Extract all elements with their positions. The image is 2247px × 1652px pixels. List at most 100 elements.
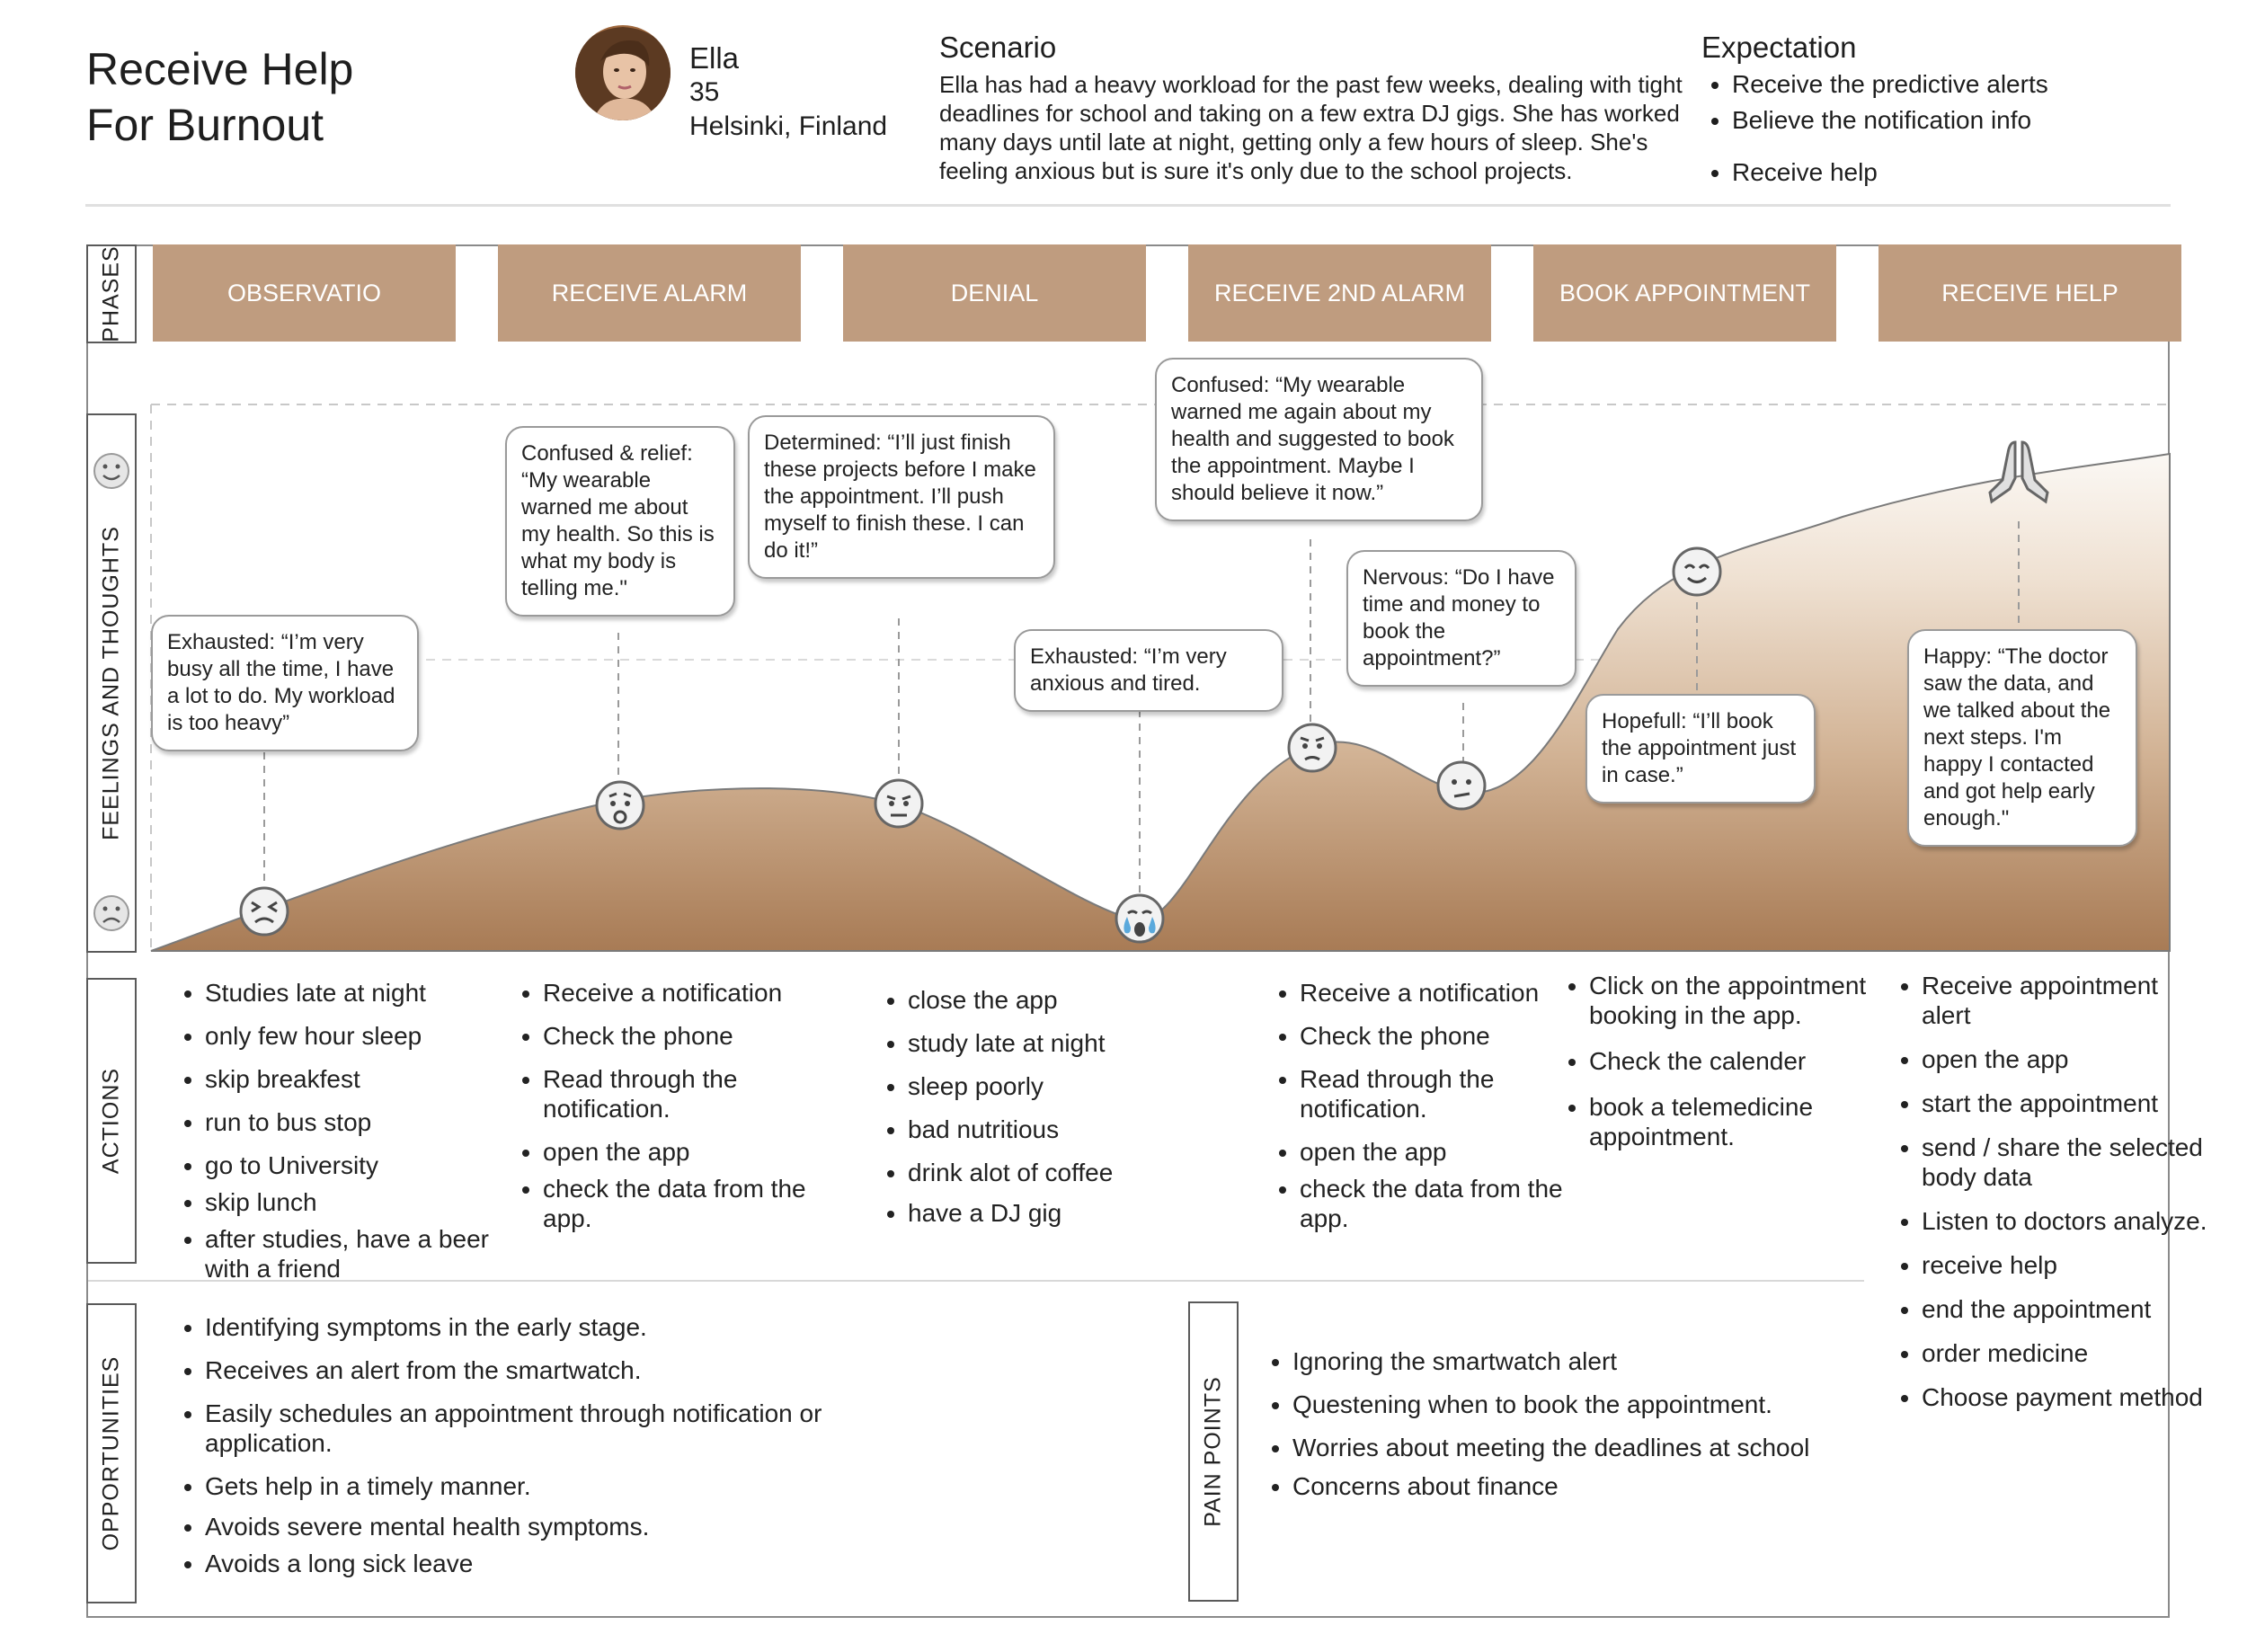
- action-item: check the data from the app.: [1300, 1174, 1569, 1233]
- feeling-bubble-book-appointment: Hopefull: “I’ll book the appointment jus…: [1585, 694, 1816, 804]
- actions-book-appointment: Click on the appointment booking in the …: [1559, 971, 1913, 1151]
- action-item: bad nutritious: [908, 1115, 1195, 1144]
- smiling-face-icon: [1672, 546, 1722, 597]
- phase-denial: DENIAL: [843, 244, 1146, 342]
- scenario-heading: Scenario: [939, 31, 1057, 64]
- action-item: Receive a notification: [543, 978, 813, 1008]
- action-item: have a DJ gig: [908, 1198, 1195, 1228]
- expectation-item: Believe the notification info: [1732, 102, 2151, 138]
- action-item: close the app: [908, 985, 1195, 1015]
- opportunity-item: Gets help in a timely manner.: [205, 1471, 888, 1501]
- opportunities-label: OPPORTUNITIES: [86, 1303, 137, 1603]
- actions-denial: close the app study late at night sleep …: [877, 985, 1195, 1228]
- persona-age: 35: [689, 77, 720, 107]
- expectation-item: Receive the predictive alerts: [1732, 67, 2151, 102]
- action-item: start the appointment: [1922, 1088, 2209, 1118]
- pain-point-item: Concerns about finance: [1292, 1471, 1850, 1501]
- actions-receive-alarm: Receive a notification Check the phone R…: [512, 978, 813, 1233]
- exhausted-face-icon: [239, 886, 289, 937]
- crying-face-icon: [1115, 893, 1165, 944]
- action-item: Listen to doctors analyze.: [1922, 1206, 2209, 1236]
- action-item: study late at night: [908, 1028, 1195, 1058]
- action-item: Receive a notification: [1300, 978, 1569, 1008]
- pain-points-list: Ignoring the smartwatch alert Questening…: [1262, 1346, 1850, 1501]
- confused-face-icon: [1436, 760, 1487, 811]
- action-item: Studies late at night: [205, 978, 493, 1008]
- actions-label: ACTIONS: [86, 978, 137, 1264]
- action-item: skip breakfest: [205, 1064, 493, 1094]
- feeling-bubble-observation: Exhausted: “I’m very busy all the time, …: [151, 615, 419, 751]
- feeling-bubble-receive-alarm: Confused & relief: “My wearable warned m…: [505, 426, 735, 617]
- action-item: Read through the notification.: [1300, 1064, 1569, 1124]
- feeling-bubble-denial: Determined: “I’ll just finish these proj…: [748, 415, 1055, 579]
- expectation-block: Expectation Receive the predictive alert…: [1701, 31, 2151, 191]
- action-item: receive help: [1922, 1250, 2209, 1280]
- action-item: Check the calender: [1589, 1046, 1913, 1076]
- feelings-label: FEELINGS AND THOUGHTS: [86, 413, 137, 953]
- phase-observation: OBSERVATIO: [153, 244, 456, 342]
- action-item: Check the phone: [543, 1021, 813, 1051]
- phases-label: PHASES: [86, 244, 137, 343]
- sad-face-icon: [595, 780, 645, 830]
- action-item: after studies, have a beer with a friend: [205, 1224, 493, 1283]
- pain-point-item: Ignoring the smartwatch alert: [1292, 1346, 1850, 1376]
- praying-hands-icon: [1988, 440, 2049, 504]
- action-item: only few hour sleep: [205, 1021, 493, 1051]
- opportunity-item: Easily schedules an appointment through …: [205, 1399, 888, 1458]
- action-item: drink alot of coffee: [908, 1158, 1195, 1187]
- worried-face-icon: [1287, 723, 1337, 773]
- action-item: check the data from the app.: [543, 1174, 813, 1233]
- actions-receive-help: Receive appointment alert open the app s…: [1891, 971, 2209, 1412]
- action-item: Choose payment method: [1922, 1382, 2209, 1412]
- action-item: order medicine: [1922, 1338, 2209, 1368]
- opportunity-item: Avoids a long sick leave: [205, 1549, 888, 1578]
- phase-receive-2nd-alarm: RECEIVE 2ND ALARM: [1188, 244, 1491, 342]
- opportunities-list: Identifying symptoms in the early stage.…: [174, 1312, 888, 1578]
- phase-receive-help: RECEIVE HELP: [1878, 244, 2181, 342]
- pain-point-item: Worries about meeting the deadlines at s…: [1292, 1433, 1850, 1462]
- title-line-2: For Burnout: [86, 100, 324, 150]
- page-title: Receive Help For Burnout: [86, 41, 353, 153]
- phase-receive-alarm: RECEIVE ALARM: [498, 244, 801, 342]
- opportunity-item: Avoids severe mental health symptoms.: [205, 1512, 888, 1541]
- persona-name: Ella: [689, 41, 740, 75]
- feeling-bubble-exhausted: Exhausted: “I’m very anxious and tired.: [1014, 629, 1283, 712]
- expectation-item: Receive help: [1732, 155, 2151, 191]
- feeling-bubble-nervous: Nervous: “Do I have time and money to bo…: [1346, 550, 1576, 687]
- action-item: open the app: [543, 1137, 813, 1167]
- pain-point-item: Questening when to book the appointment.: [1292, 1390, 1850, 1419]
- opportunity-item: Identifying symptoms in the early stage.: [205, 1312, 888, 1342]
- action-item: Read through the notification.: [543, 1064, 813, 1124]
- frown-icon: [93, 895, 129, 931]
- feeling-bubble-receive-2nd-alarm: Confused: “My wearable warned me again a…: [1155, 358, 1483, 521]
- action-item: send / share the selected body data: [1922, 1132, 2209, 1192]
- frowning-face-icon: [874, 778, 924, 829]
- feeling-bubble-receive-help: Happy: “The doctor saw the data, and we …: [1907, 629, 2137, 847]
- action-item: run to bus stop: [205, 1107, 493, 1137]
- section-divider: [88, 1280, 1864, 1282]
- smile-icon: [93, 453, 129, 489]
- action-item: go to University: [205, 1150, 493, 1180]
- avatar: [575, 25, 671, 120]
- scenario-block: Scenario Ella has had a heavy workload f…: [939, 31, 1694, 185]
- persona-info: Ella 35 Helsinki, Finland: [689, 41, 887, 144]
- persona-location: Helsinki, Finland: [689, 111, 888, 141]
- action-item: Click on the appointment booking in the …: [1589, 971, 1913, 1030]
- header-divider: [85, 204, 2171, 207]
- actions-observation: Studies late at night only few hour slee…: [174, 978, 493, 1283]
- action-item: book a telemedicine appointment.: [1589, 1092, 1913, 1151]
- pain-points-label: PAIN POINTS: [1188, 1301, 1239, 1602]
- expectation-heading: Expectation: [1701, 31, 1857, 64]
- action-item: skip lunch: [205, 1187, 493, 1217]
- opportunity-item: Receives an alert from the smartwatch.: [205, 1355, 888, 1385]
- title-line-1: Receive Help: [86, 44, 354, 94]
- scenario-text: Ella has had a heavy workload for the pa…: [939, 71, 1683, 184]
- action-item: sleep poorly: [908, 1071, 1195, 1101]
- action-item: Check the phone: [1300, 1021, 1569, 1051]
- action-item: Receive appointment alert: [1922, 971, 2209, 1030]
- action-item: open the app: [1300, 1137, 1569, 1167]
- phase-book-appointment: BOOK APPOINTMENT: [1533, 244, 1836, 342]
- action-item: end the appointment: [1922, 1294, 2209, 1324]
- action-item: open the app: [1922, 1044, 2209, 1074]
- actions-receive-2nd-alarm: Receive a notification Check the phone R…: [1269, 978, 1569, 1233]
